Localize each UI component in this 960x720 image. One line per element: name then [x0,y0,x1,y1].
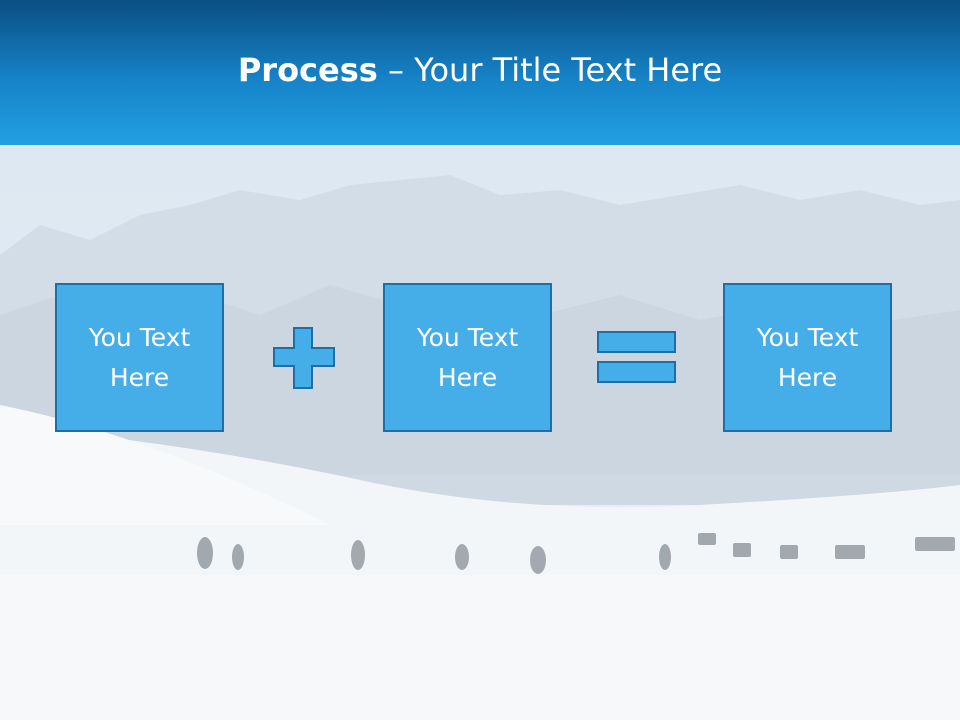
equals-icon [597,331,676,383]
background-image [0,145,960,720]
process-box-1-label: You Text Here [88,322,191,392]
plus-icon [273,327,335,389]
process-box-3: You Text Here [723,283,892,432]
process-box-3-label: You Text Here [756,322,859,392]
title-text: – Your Title Text Here [377,50,723,89]
slide-title: Process – Your Title Text Here [238,51,722,89]
process-box-2-label: You Text Here [416,322,519,392]
process-box-1: You Text Here [55,283,224,432]
snow-mountain-photo [0,145,960,720]
process-box-2: You Text Here [383,283,552,432]
title-bar: Process – Your Title Text Here [0,0,960,145]
title-bold: Process [237,50,378,89]
